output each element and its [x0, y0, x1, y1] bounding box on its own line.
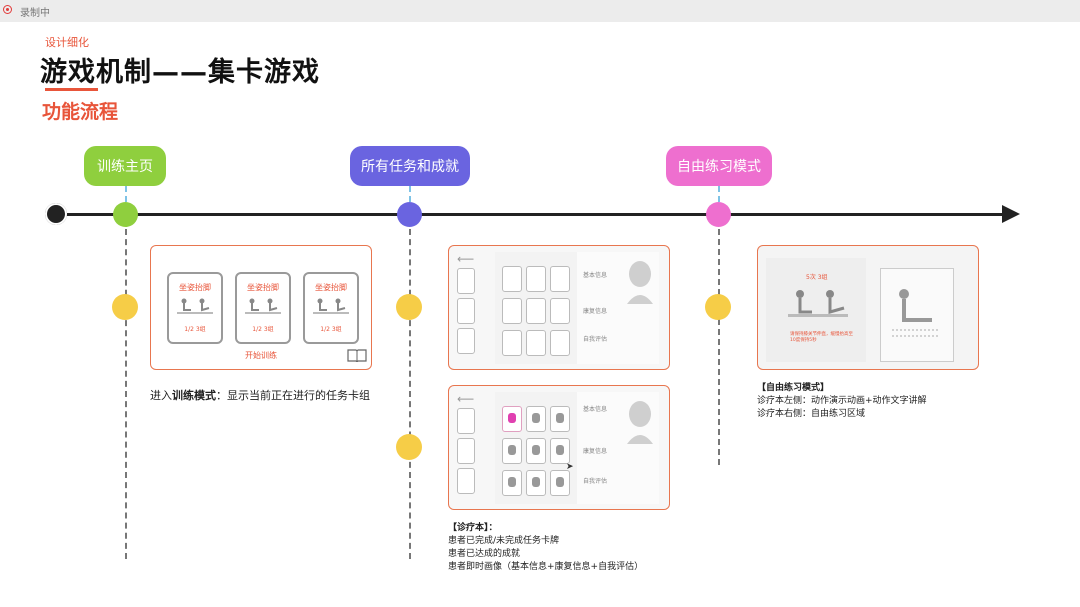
stage-pill-tasks-achievements: 所有任务和成就 — [350, 146, 470, 186]
step-dot — [112, 294, 138, 320]
desc-bold: 训练模式 — [172, 389, 216, 402]
desc-line: 【自由练习模式】 — [757, 383, 830, 393]
task-card-mini — [550, 406, 570, 432]
step-dot — [396, 434, 422, 460]
record-icon — [3, 5, 12, 14]
task-card-mini — [526, 438, 546, 464]
practice-figure-illustration — [892, 289, 940, 337]
task-card: 坐姿抬脚 1/2 3组 — [167, 272, 223, 344]
exercise-illustration — [177, 298, 213, 314]
task-card: 坐姿抬脚 1/2 3组 — [235, 272, 291, 344]
task-card-mini — [502, 438, 522, 464]
desc-line: 患者已达成的成就 — [448, 549, 521, 559]
desc-prefix: 进入 — [150, 389, 172, 402]
timeline-arrow-icon — [1002, 205, 1020, 223]
training-home-description: 进入训练模式：显示当前正在进行的任务卡组 — [150, 389, 370, 403]
step-dot — [396, 294, 422, 320]
desc-line: 【诊疗本】： — [448, 523, 498, 533]
back-arrow-icon[interactable]: ⟵ — [457, 252, 475, 266]
desc-rest: ：显示当前正在进行的任务卡组 — [216, 389, 370, 402]
task-card-mini — [550, 438, 570, 464]
info-label-basic: 基本信息 — [583, 272, 608, 279]
task-card-title: 坐姿抬脚 — [247, 283, 279, 292]
task-card-mini — [526, 330, 546, 356]
task-card-footer: 1/2 3组 — [252, 326, 274, 333]
task-card-mini — [526, 266, 546, 292]
start-training-button[interactable]: 开始训练 — [245, 351, 277, 360]
dashed-branch-1 — [125, 229, 127, 559]
notebook-screenshot-1: ⟵ 基本信息 康复信息 自我评估 — [448, 245, 670, 370]
exercise-note: 请保持膝关节伸直，缓慢抬高至10度保持5秒 — [790, 332, 853, 343]
mini-card — [457, 328, 475, 354]
connector — [125, 186, 127, 202]
book-icon[interactable] — [347, 348, 367, 362]
exercise-illustration — [245, 298, 281, 314]
task-card: 坐姿抬脚 1/2 3组 — [303, 272, 359, 344]
task-card-title: 坐姿抬脚 — [179, 283, 211, 292]
timeline-node-training-home — [113, 202, 138, 227]
task-card-mini — [502, 470, 522, 496]
mini-card — [457, 408, 475, 434]
free-practice-description: 【自由练习模式】 诊疗本左侧：动作演示动画+动作文字讲解 诊疗本右侧：自由练习区… — [757, 382, 927, 421]
training-home-screenshot: 坐姿抬脚 1/2 3组 坐姿抬脚 1/2 3组 坐姿抬脚 1/2 3组 开始训练 — [150, 245, 372, 370]
task-card-mini — [502, 298, 522, 324]
task-card-mini — [526, 406, 546, 432]
dashed-branch-3 — [718, 229, 720, 465]
title-underline — [45, 88, 98, 91]
timeline-line — [57, 213, 1005, 216]
desc-line: 患者即时画像（基本信息+康复信息+自我评估） — [448, 562, 644, 572]
stage-pill-training-home: 训练主页 — [84, 146, 166, 186]
avatar-icon — [627, 261, 653, 304]
connector — [409, 186, 411, 202]
page-title: 游戏机制——集卡游戏 — [40, 57, 320, 88]
task-card-footer: 1/2 3组 — [184, 326, 206, 333]
mini-card — [457, 468, 475, 494]
page-subtitle: 功能流程 — [42, 101, 119, 123]
task-card-mini — [502, 330, 522, 356]
task-card-mini — [502, 266, 522, 292]
timeline-node-free-practice — [706, 202, 731, 227]
notebook-screenshot-2: ⟵ 基本信息 康复信息 自我评估 ➤ — [448, 385, 670, 510]
info-label-self-eval: 自我评估 — [583, 336, 608, 343]
mini-card — [457, 268, 475, 294]
desc-line: 患者已完成/未完成任务卡牌 — [448, 536, 560, 546]
dashed-branch-2 — [409, 229, 411, 559]
stage-pill-free-practice: 自由练习模式 — [666, 146, 772, 186]
recording-bar — [0, 0, 1080, 22]
notebook-description: 【诊疗本】： 患者已完成/未完成任务卡牌 患者已达成的成就 患者即时画像（基本信… — [448, 522, 643, 574]
cursor-icon: ➤ — [566, 462, 574, 472]
avatar-icon — [627, 401, 653, 444]
task-card-mini — [550, 298, 570, 324]
task-card-footer: 1/2 3组 — [320, 326, 342, 333]
exercise-illustration — [313, 298, 349, 314]
task-card-mini — [526, 470, 546, 496]
recording-label: 录制中 — [20, 8, 50, 19]
free-practice-screenshot: 5次 3组 请保持膝关节伸直，缓慢抬高至10度保持5秒 — [757, 245, 979, 370]
connector — [718, 186, 720, 202]
timeline-start-dot — [45, 203, 67, 225]
section-eyebrow: 设计细化 — [45, 36, 89, 49]
info-label-basic: 基本信息 — [583, 406, 608, 413]
task-card-title: 坐姿抬脚 — [315, 283, 347, 292]
task-card-completed — [502, 406, 522, 432]
task-card-mini — [526, 298, 546, 324]
info-label-self-eval: 自我评估 — [583, 478, 608, 485]
info-label-rehab: 康复信息 — [583, 448, 608, 455]
notebook-right-page — [880, 268, 954, 362]
task-card-mini — [550, 266, 570, 292]
notebook-left-page — [766, 258, 866, 362]
task-card-mini — [550, 470, 570, 496]
back-arrow-icon[interactable]: ⟵ — [457, 392, 475, 406]
desc-line: 诊疗本左侧：动作演示动画+动作文字讲解 — [757, 396, 927, 406]
desc-line: 诊疗本右侧：自由练习区域 — [757, 409, 866, 419]
step-dot — [705, 294, 731, 320]
info-label-rehab: 康复信息 — [583, 308, 608, 315]
exercise-demo-illustration — [788, 290, 848, 317]
task-card-mini — [550, 330, 570, 356]
mini-card — [457, 298, 475, 324]
left-card-title: 5次 3组 — [806, 274, 828, 281]
mini-card — [457, 438, 475, 464]
timeline-node-tasks — [397, 202, 422, 227]
